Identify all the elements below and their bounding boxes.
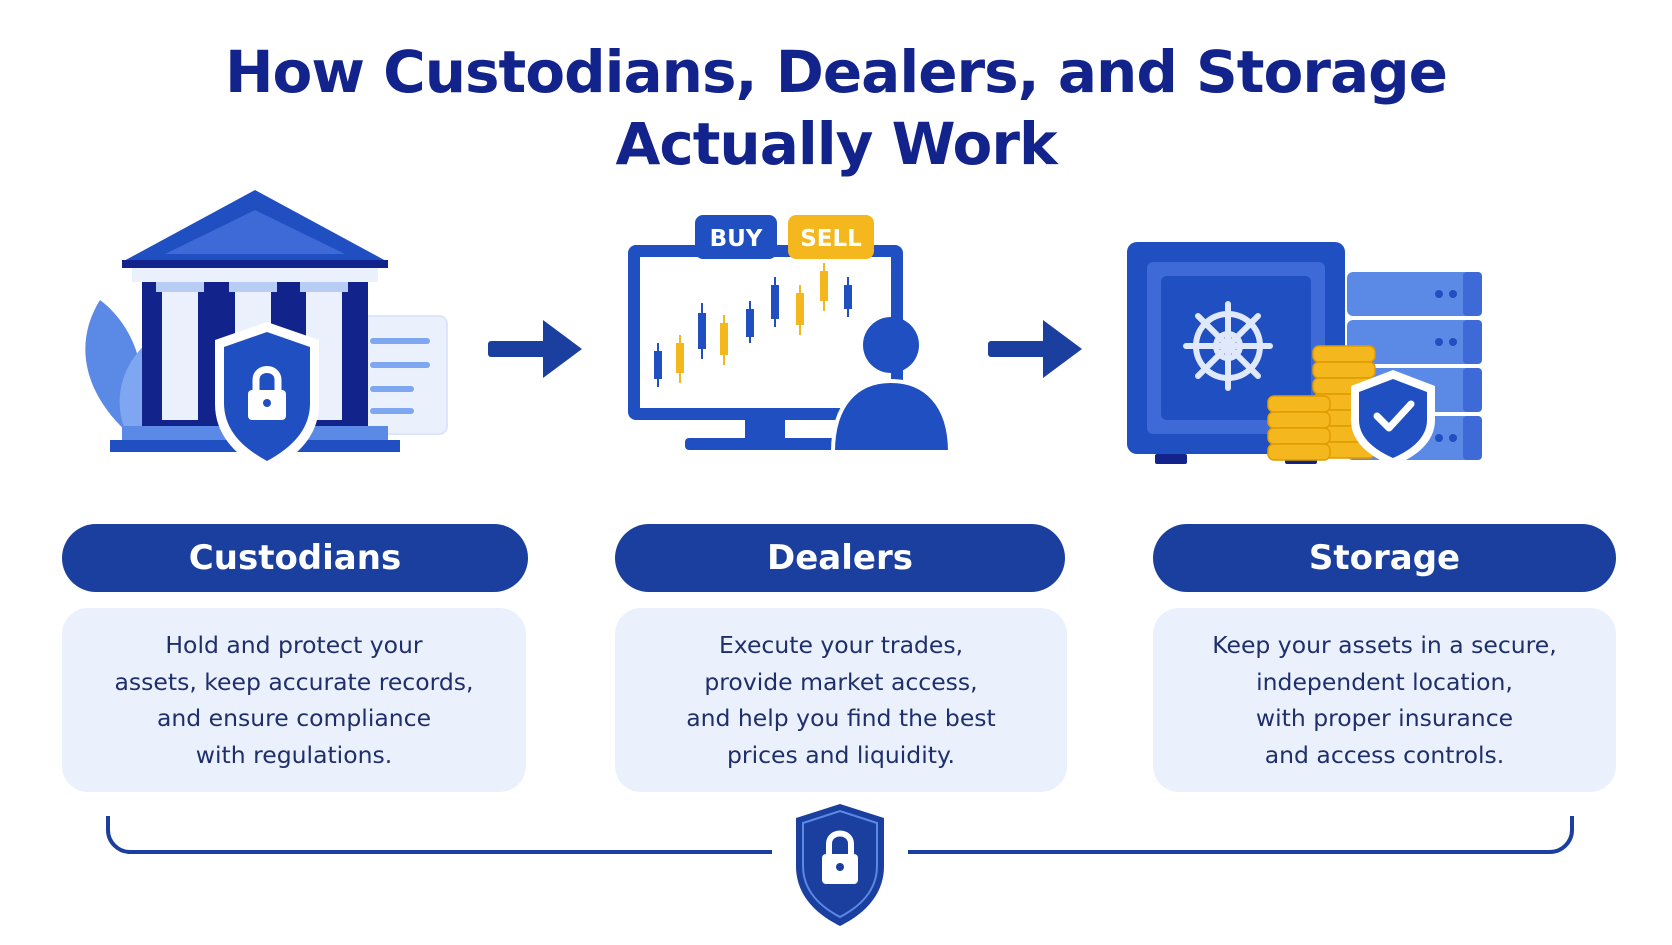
bottom-bracket: [0, 800, 1672, 945]
lock-shield-icon: [796, 804, 884, 926]
description-storage: Keep your assets in a secure, independen…: [1153, 608, 1616, 792]
arrow-right-icon: [488, 318, 583, 384]
title-line-2: Actually Work: [615, 110, 1057, 178]
arrow-right-icon: [988, 318, 1083, 384]
description-line: and ensure compliance: [156, 704, 432, 732]
description-line: independent location,: [1256, 667, 1513, 696]
trading-monitor-icon: BUY SELL: [620, 205, 960, 460]
description-line: with regulations.: [195, 740, 393, 769]
description-line: Keep your assets in a secure,: [1212, 631, 1557, 659]
vault-safe-icon: [1125, 240, 1495, 470]
bank-building-shield-icon: [70, 190, 490, 480]
description-line: with proper insurance: [1255, 704, 1514, 732]
description-line: and help you find the best: [686, 704, 996, 732]
step-title-custodians: Custodians: [62, 524, 528, 592]
description-line: Hold and protect your: [165, 631, 423, 659]
description-line: provide market access,: [704, 667, 978, 696]
step-title-dealers: Dealers: [615, 524, 1065, 592]
description-dealers: Execute your trades, provide market acce…: [615, 608, 1067, 792]
description-line: prices and liquidity.: [727, 740, 955, 769]
description-line: assets, keep accurate records,: [114, 667, 474, 696]
description-line: Execute your trades,: [718, 631, 964, 659]
description-line: and access controls.: [1264, 740, 1505, 769]
sell-label: SELL: [800, 226, 862, 252]
description-custodians: Hold and protect your assets, keep accur…: [62, 608, 526, 792]
page-title: How Custodians, Dealers, and Storage Act…: [0, 36, 1672, 180]
title-line-1: How Custodians, Dealers, and Storage: [225, 38, 1448, 106]
buy-label: BUY: [710, 226, 763, 252]
step-title-storage: Storage: [1153, 524, 1616, 592]
